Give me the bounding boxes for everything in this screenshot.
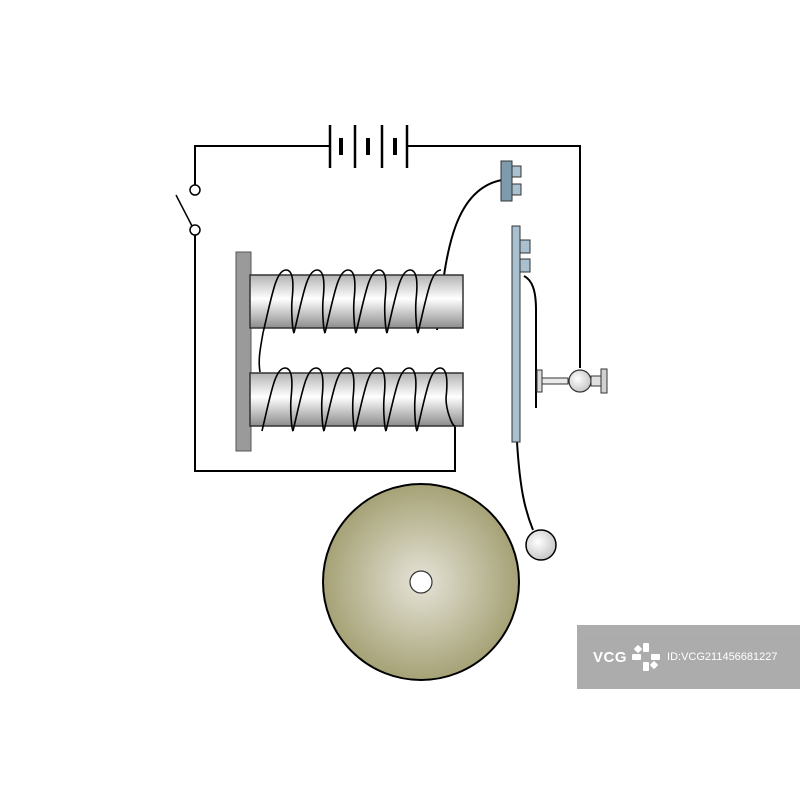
wire-left-down: [194, 230, 456, 472]
watermark-logo: VCG: [593, 642, 661, 672]
armature: [511, 225, 531, 443]
switch-terminal-bottom: [189, 224, 201, 236]
watermark-id: ID:VCG211456681227: [667, 651, 778, 663]
hammer-ball: [525, 529, 557, 561]
armature-clip-1: [519, 239, 531, 254]
switch: [175, 184, 201, 236]
watermark: VCG ID:VCG211456681227: [577, 625, 800, 689]
wire-spring-contact: [523, 275, 537, 408]
coil-top: [262, 269, 442, 334]
coil-link-wire: [258, 332, 264, 373]
core-bottom: [249, 372, 464, 427]
battery: [328, 125, 409, 168]
watermark-brand: VCG: [593, 648, 628, 666]
switch-terminal-top: [189, 184, 201, 196]
wire-armature-to-hammer: [516, 441, 534, 531]
adjusting-screw: [536, 368, 608, 394]
vcg-logo-icon: [632, 643, 661, 671]
screw-knob: [568, 369, 592, 393]
wire-top-left: [194, 145, 330, 190]
switch-lever: [175, 194, 193, 227]
armature-strip: [511, 225, 521, 443]
core-top: [249, 274, 464, 329]
wire-top-right: [407, 145, 581, 368]
electromagnet: [235, 251, 464, 452]
circuit-wires: [194, 145, 581, 531]
yoke-plate: [235, 251, 252, 452]
armature-clip-2: [519, 258, 531, 273]
bell: [322, 483, 520, 681]
coil-bottom: [261, 367, 456, 432]
bell-center-bolt: [409, 570, 433, 594]
contact-terminal: [500, 160, 522, 202]
